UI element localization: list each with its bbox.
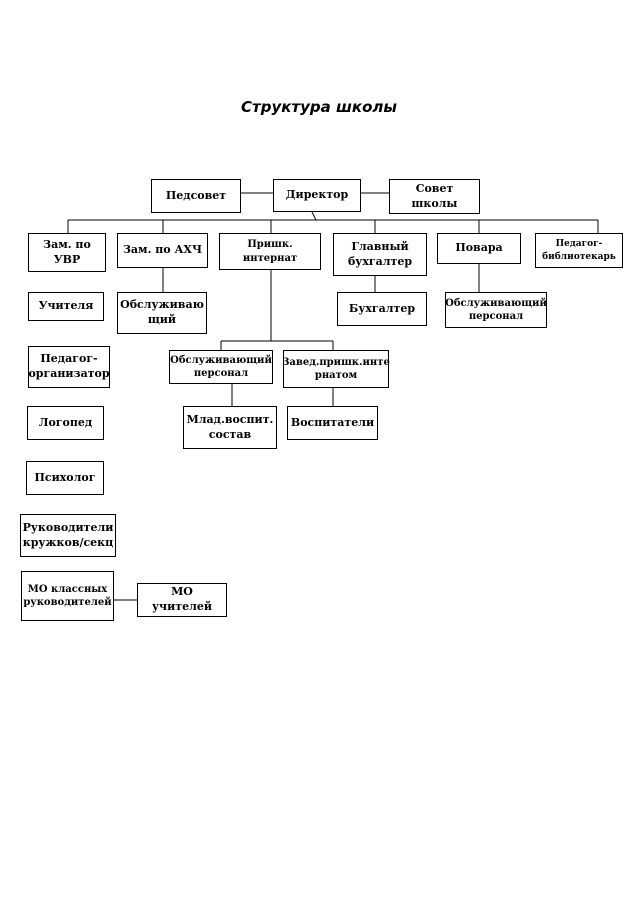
node-ped-bibliotekar: Педагог- библиотекарь [535,233,623,268]
node-glavbuh: Главный бухгалтер [333,233,427,276]
page-title: Структура школы [241,98,397,116]
node-ruk-kruzhkov: Руководители кружков/секц [20,514,116,557]
node-director: Директор [273,179,361,212]
node-obsl-ahch: Обслуживаю щий [117,292,207,334]
node-uchitelya: Учителя [28,292,104,321]
node-povara: Повара [437,233,521,264]
node-mo-klassnyh: МО классных руководителей [21,571,114,621]
node-vospitateli: Воспитатели [287,406,378,440]
node-zam-ahch: Зам. по АХЧ [117,233,208,268]
node-zam-uvr: Зам. по УВР [28,233,106,272]
node-zaved-internat: Завед.пришк.инте рнатом [282,350,390,388]
node-internat: Пришк. интернат [219,233,321,270]
node-mlad-vospit: Млад.воспит. состав [183,406,277,449]
line-director-bus [311,211,317,221]
node-ped-organizator: Педагог- организатор [28,346,110,388]
node-obsl-povara: Обслуживающий персонал [445,292,547,328]
node-psiholog: Психолог [26,461,104,495]
node-sovet-shkoly: Совет школы [389,179,480,214]
node-buhgalter: Бухгалтер [337,292,427,326]
node-obsl-internat: Обслуживающий персонал [169,350,273,384]
node-logoped: Логопед [27,406,104,440]
node-mo-uchiteley: МО учителей [137,583,227,617]
node-pedsovet: Педсовет [151,179,241,213]
